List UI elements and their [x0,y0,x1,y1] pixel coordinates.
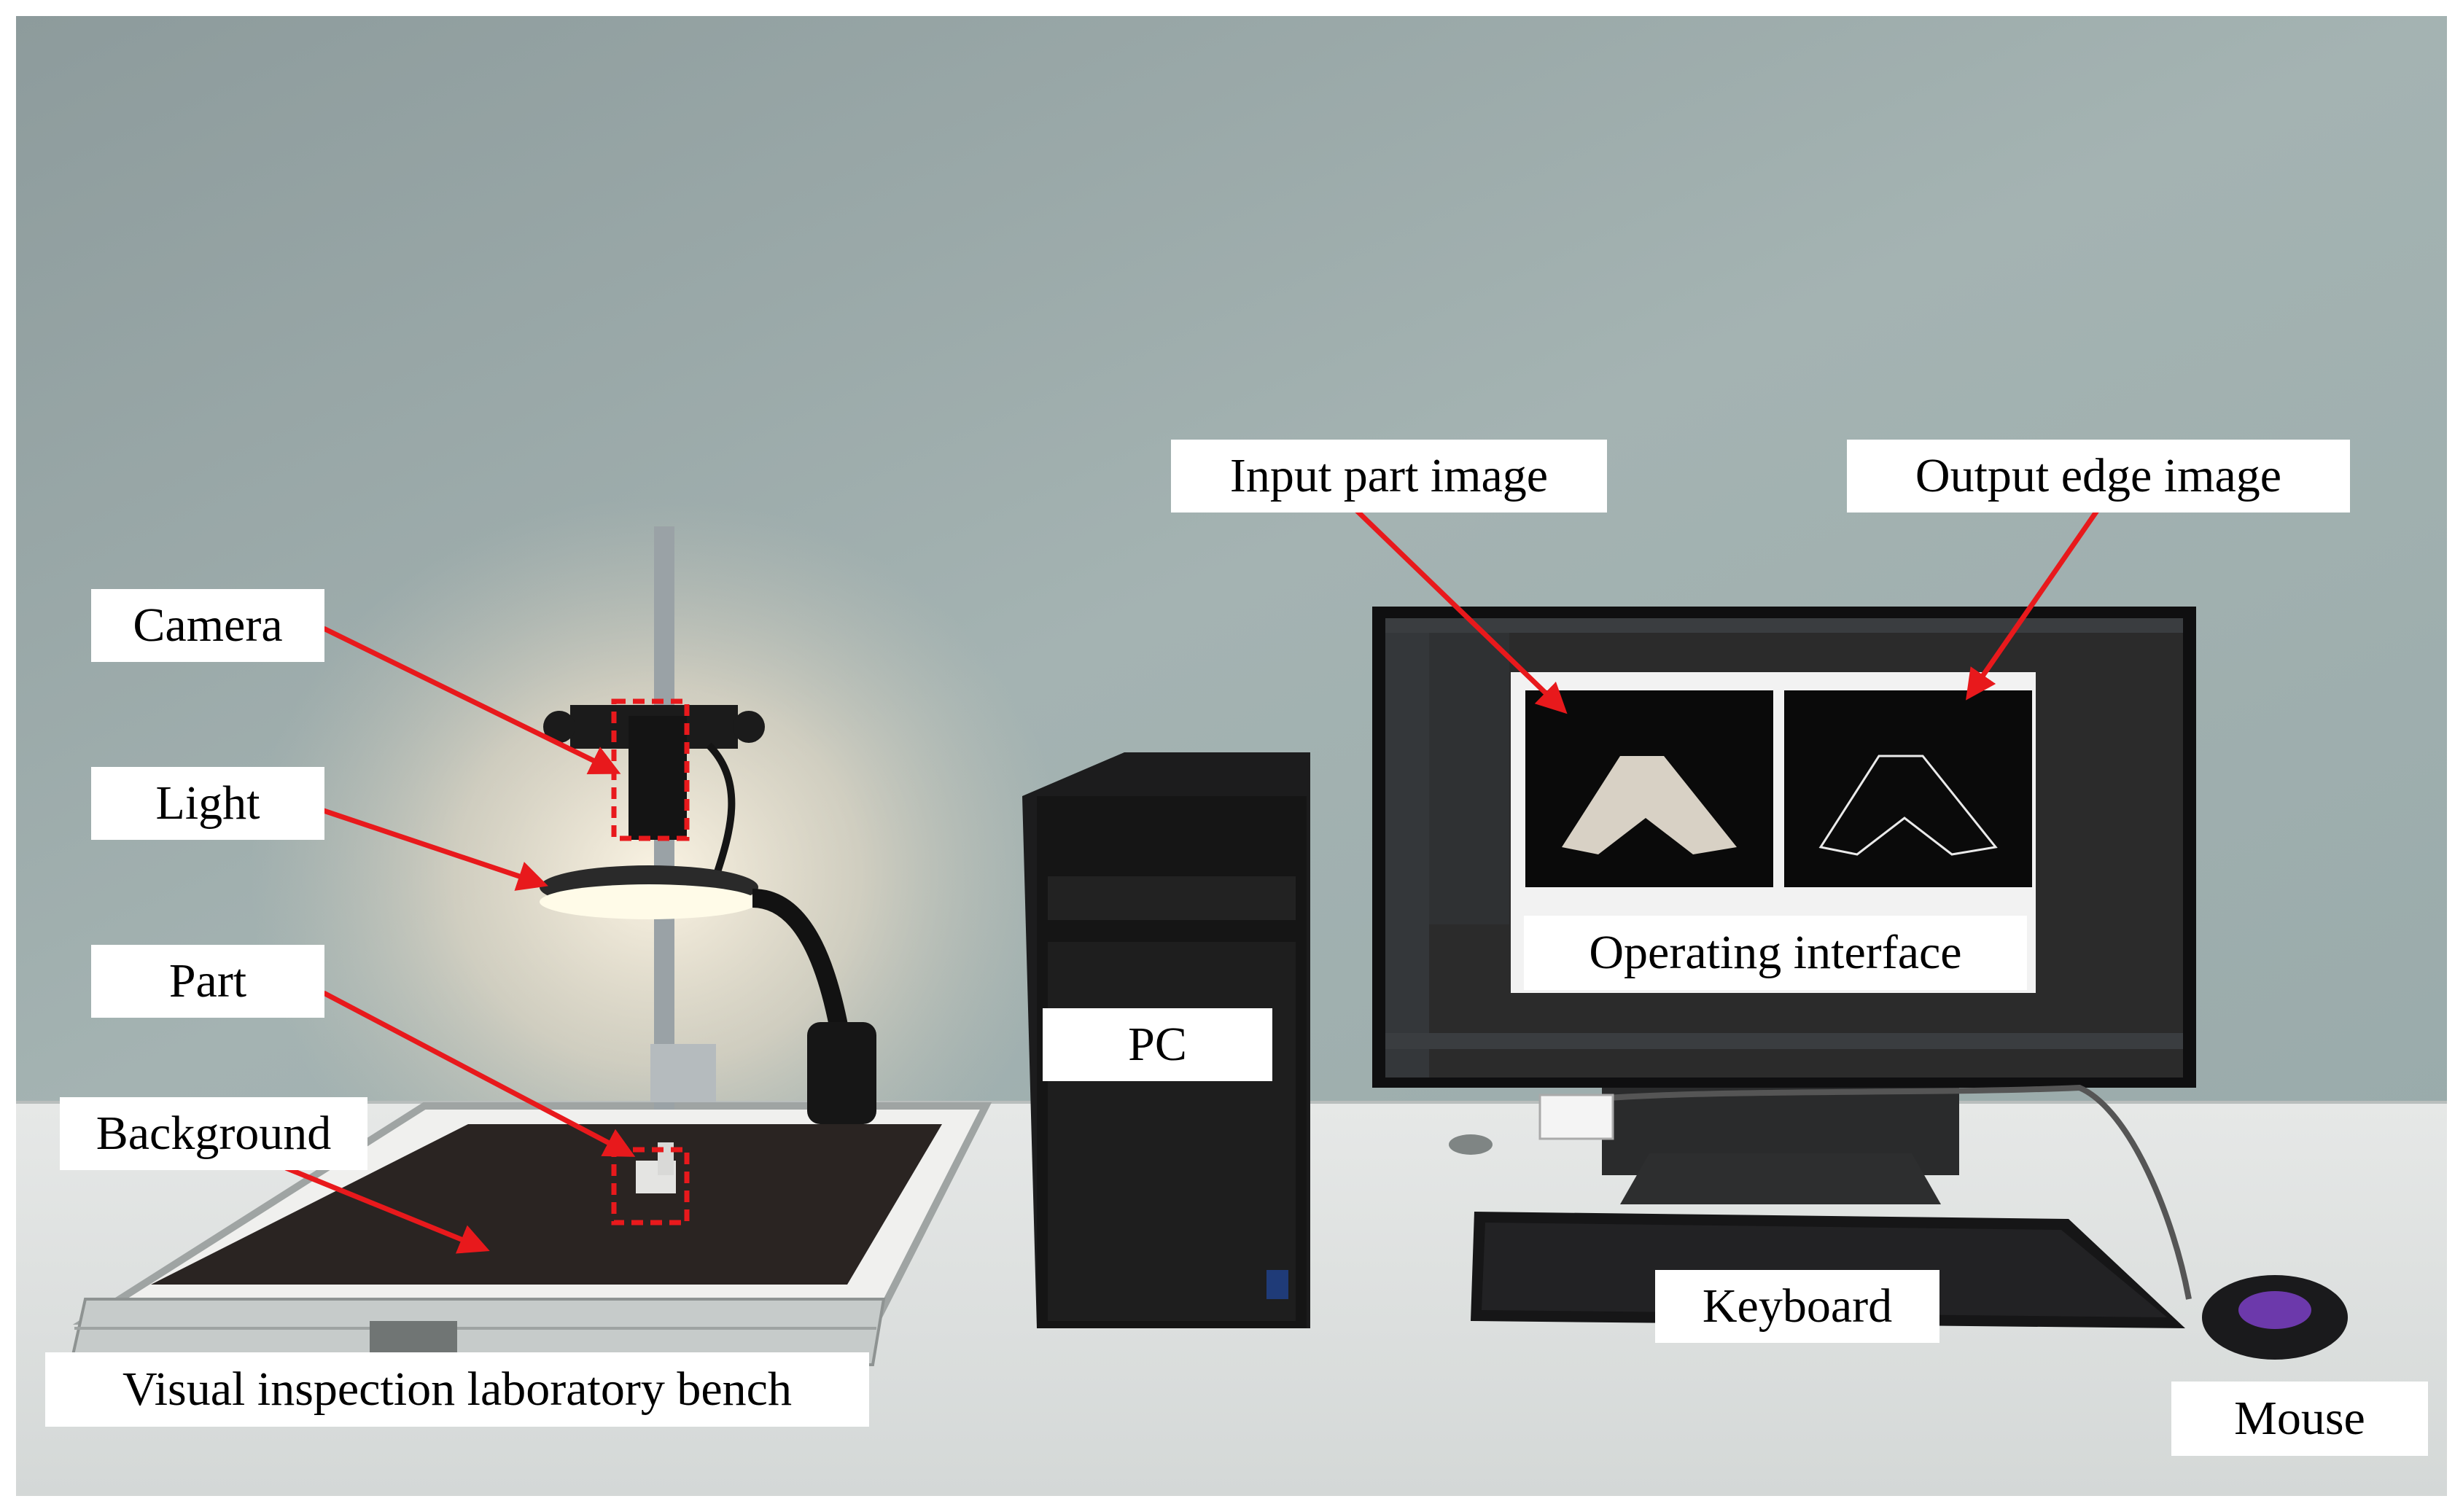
background-label: Background [60,1097,367,1170]
inspection-bench [69,526,992,1366]
camera-label: Camera [91,589,324,662]
input-image-label: Input part image [1171,440,1607,513]
keyboard-label: Keyboard [1655,1270,1939,1343]
black-background [151,1124,942,1285]
pc-label: PC [1043,1008,1272,1081]
mouse-label: Mouse [2171,1382,2428,1456]
light-arrow [322,808,548,891]
mouse [2202,1275,2348,1360]
annotation-arrows [284,502,2104,1254]
lab-setup-photo [16,16,2447,1496]
output-image-arrow [1966,503,2104,701]
operating-interface-label: Operating interface [1524,916,2027,990]
camera-body [629,716,687,840]
output-image-label: Output edge image [1847,440,2350,513]
background-arrow [284,1165,490,1254]
part-arrow [322,990,636,1157]
input-image-arrow [1348,502,1568,714]
photo-scene [16,16,2447,1496]
part-label: Part [91,945,324,1018]
part-highlight-box [611,1147,690,1225]
light-label: Light [91,767,324,840]
bench-label: Visual inspection laboratory bench [45,1352,869,1427]
camera-arrow [322,626,621,774]
output-edge-thumb [1818,755,1998,856]
monitor [1372,607,2196,1204]
input-part-thumb [1562,756,1737,854]
